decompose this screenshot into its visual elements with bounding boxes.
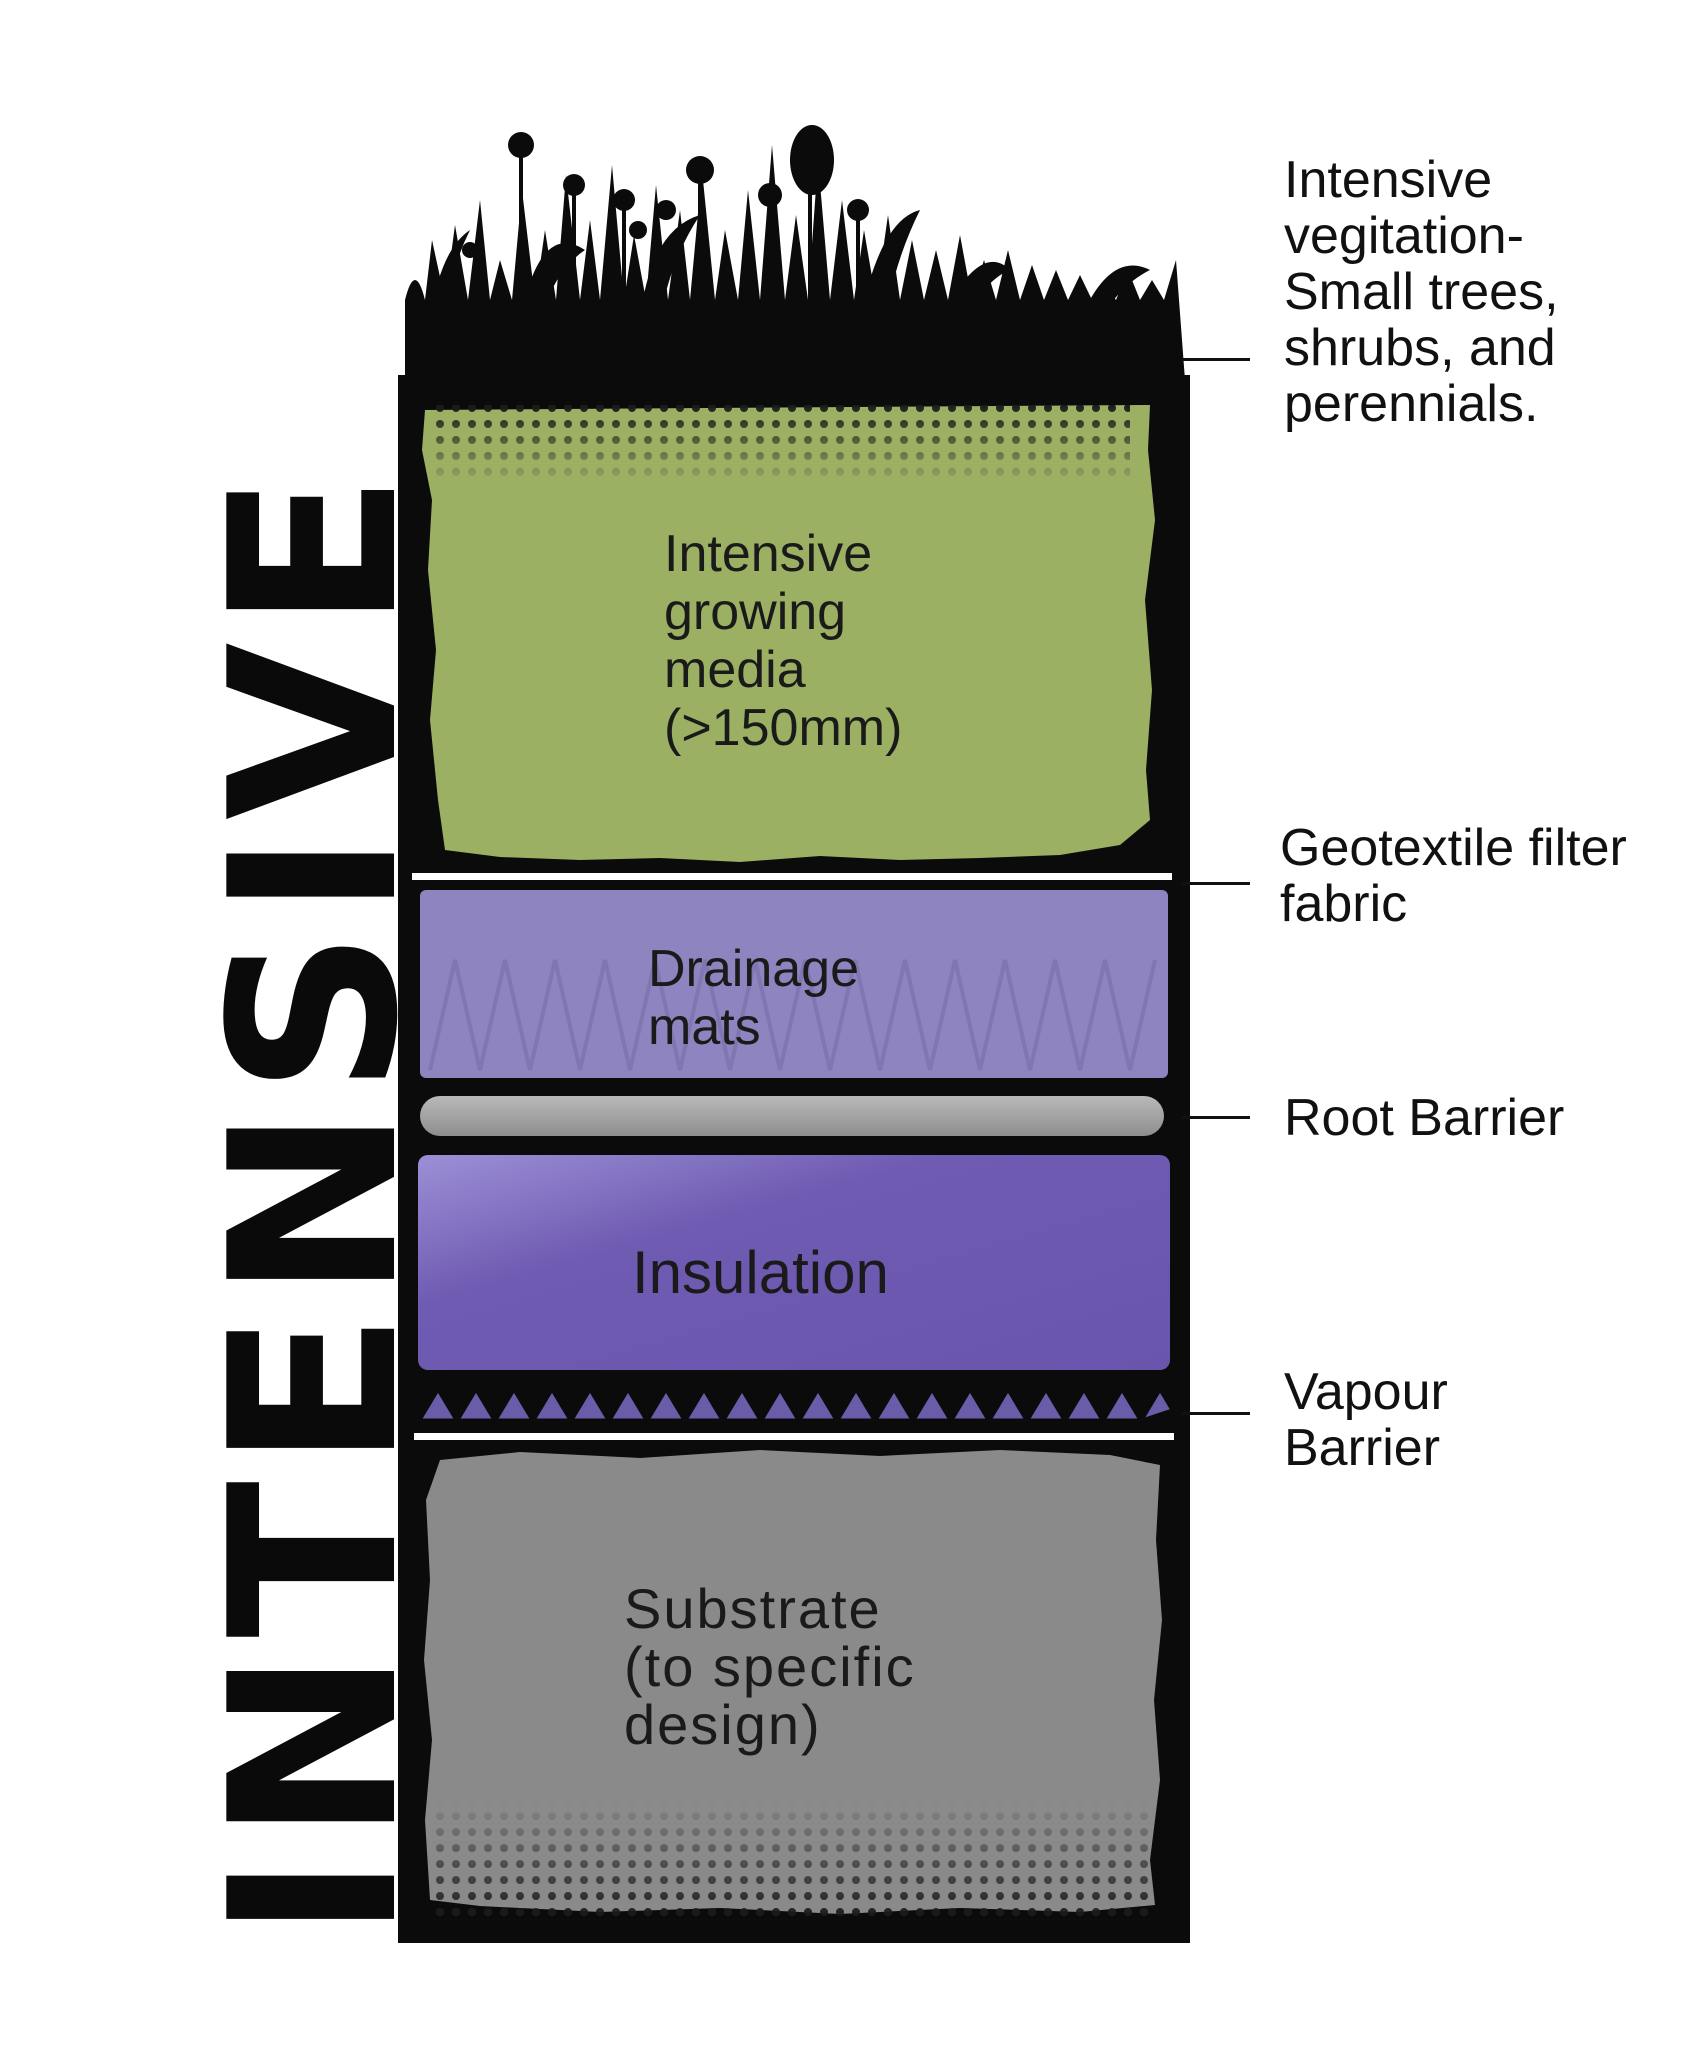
geotextile-filter-layer bbox=[412, 873, 1172, 880]
insulation-label: Insulation bbox=[632, 1239, 889, 1306]
drainage-mats-label: Drainage mats bbox=[648, 940, 860, 1056]
vapour-barrier-callout: Vapour Barrier bbox=[1284, 1363, 1448, 1477]
drainage-zigzag-texture bbox=[428, 959, 1157, 1071]
vapour-barrier-leader-line bbox=[1182, 1412, 1250, 1415]
insulation-layer bbox=[418, 1155, 1170, 1370]
vegetation-callout: Intensive vegitation- Small trees, shrub… bbox=[1284, 151, 1559, 433]
geotextile-callout: Geotextile filter fabric bbox=[1280, 819, 1627, 933]
substrate-label: Substrate (to specific design) bbox=[624, 1577, 916, 1756]
dot-texture-top bbox=[430, 405, 1130, 485]
growing-media-layer bbox=[422, 405, 1155, 862]
flower-heads bbox=[462, 125, 869, 258]
vapour-barrier-pattern bbox=[417, 1387, 1175, 1423]
substrate-layer bbox=[424, 1450, 1162, 1914]
geotextile-leader-line bbox=[1182, 882, 1250, 885]
root-barrier-layer bbox=[420, 1096, 1164, 1136]
separator-line bbox=[414, 1433, 1174, 1440]
dot-texture-bottom bbox=[430, 1800, 1150, 1920]
root-barrier-leader-line bbox=[1182, 1116, 1250, 1119]
vegetation-silhouette bbox=[405, 130, 1185, 380]
vegetation-leader-line bbox=[1182, 358, 1250, 361]
drainage-mat-layer bbox=[420, 890, 1168, 1078]
root-barrier-callout: Root Barrier bbox=[1284, 1089, 1565, 1147]
growing-media-label: Intensive growing media (>150mm) bbox=[664, 525, 903, 757]
